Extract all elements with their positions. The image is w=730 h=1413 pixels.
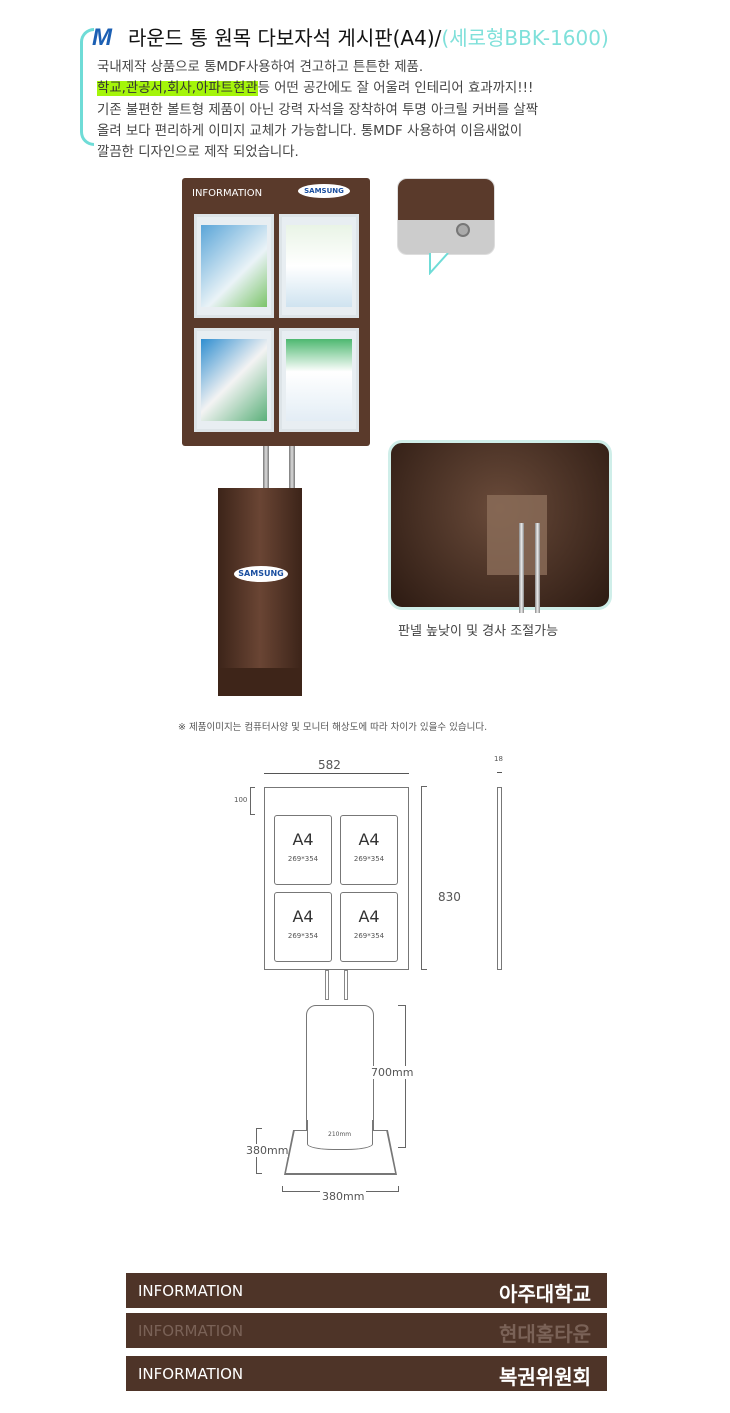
desc-line: 국내제작 상품으로 통MDF사용하여 견고하고 튼튼한 제품.	[97, 60, 424, 75]
poster	[279, 214, 359, 318]
board-brand-logo: SAMSUNG	[298, 184, 350, 198]
dim-width: 582	[318, 758, 341, 772]
dim-line	[421, 786, 427, 970]
stand-post	[289, 446, 295, 488]
closeup-caption: 판넬 높낮이 및 경사 조절가능	[398, 624, 559, 639]
dim-thickness: 18	[494, 755, 503, 763]
dim-line	[264, 773, 409, 774]
dim-column-height: 700mm	[371, 1066, 414, 1079]
desc-line: 학교,관공서,회사,아파트현관등 어떤 공간에도 잘 어울려 인테리어 효과까지…	[97, 78, 538, 99]
dim-height: 830	[438, 890, 461, 904]
desc-line: 올려 보다 편리하게 이미지 교체가 가능합니다. 통MDF 사용하여 이음새없…	[97, 123, 523, 139]
product-description: 국내제작 상품으로 통MDF사용하여 견고하고 튼튼한 제품. 학교,관공서,회…	[97, 57, 538, 163]
diagram-post	[325, 970, 329, 1000]
poster	[194, 328, 274, 432]
dim-line	[250, 787, 255, 815]
dim-base-width: 380mm	[320, 1190, 367, 1203]
poster	[194, 214, 274, 318]
highlight-text: 학교,관공서,회사,아파트현관	[97, 81, 258, 97]
decorative-brace	[80, 28, 94, 146]
stand-post	[263, 446, 269, 488]
desc-text: 등 어떤 공간에도 잘 어울려 인테리어 효과까지!!!	[257, 81, 534, 97]
poster	[279, 328, 359, 432]
diagram-column-bottom	[307, 1120, 373, 1150]
stand-base	[218, 668, 302, 696]
bracket-closeup-photo	[388, 440, 612, 613]
brand-logo: M	[92, 24, 112, 51]
board-label: INFORMATION	[192, 188, 263, 199]
dim-base-depth: 380mm	[246, 1144, 289, 1157]
stand-column: SAMSUNG	[218, 488, 302, 668]
speech-tail	[429, 253, 449, 275]
title-main: 라운드 통 원목 다보자석 게시판(A4)/	[128, 26, 442, 50]
dim-top-margin: 100	[234, 796, 248, 804]
side-view	[497, 787, 502, 970]
product-board-photo: INFORMATION SAMSUNG	[182, 178, 370, 446]
desc-line: 깔끔한 디자인으로 제작 되었습니다.	[97, 145, 299, 161]
title-model: (세로형BBK-1600)	[441, 26, 609, 50]
dim-column-width: 210mm	[328, 1131, 352, 1138]
page-title: 라운드 통 원목 다보자석 게시판(A4)/(세로형BBK-1600)	[128, 22, 609, 51]
disclaimer: ※ 제품이미지는 컴퓨터사양 및 모니터 해상도에 따라 차이가 있을수 있습니…	[178, 722, 488, 733]
magnet-closeup-photo	[397, 178, 495, 255]
dim-line	[497, 772, 502, 773]
diagram-post	[344, 970, 348, 1000]
desc-line: 기존 불편한 볼트형 제품이 아닌 강력 자석을 장착하여 투명 아크릴 커버를…	[97, 102, 539, 118]
column-brand-logo: SAMSUNG	[234, 566, 288, 582]
